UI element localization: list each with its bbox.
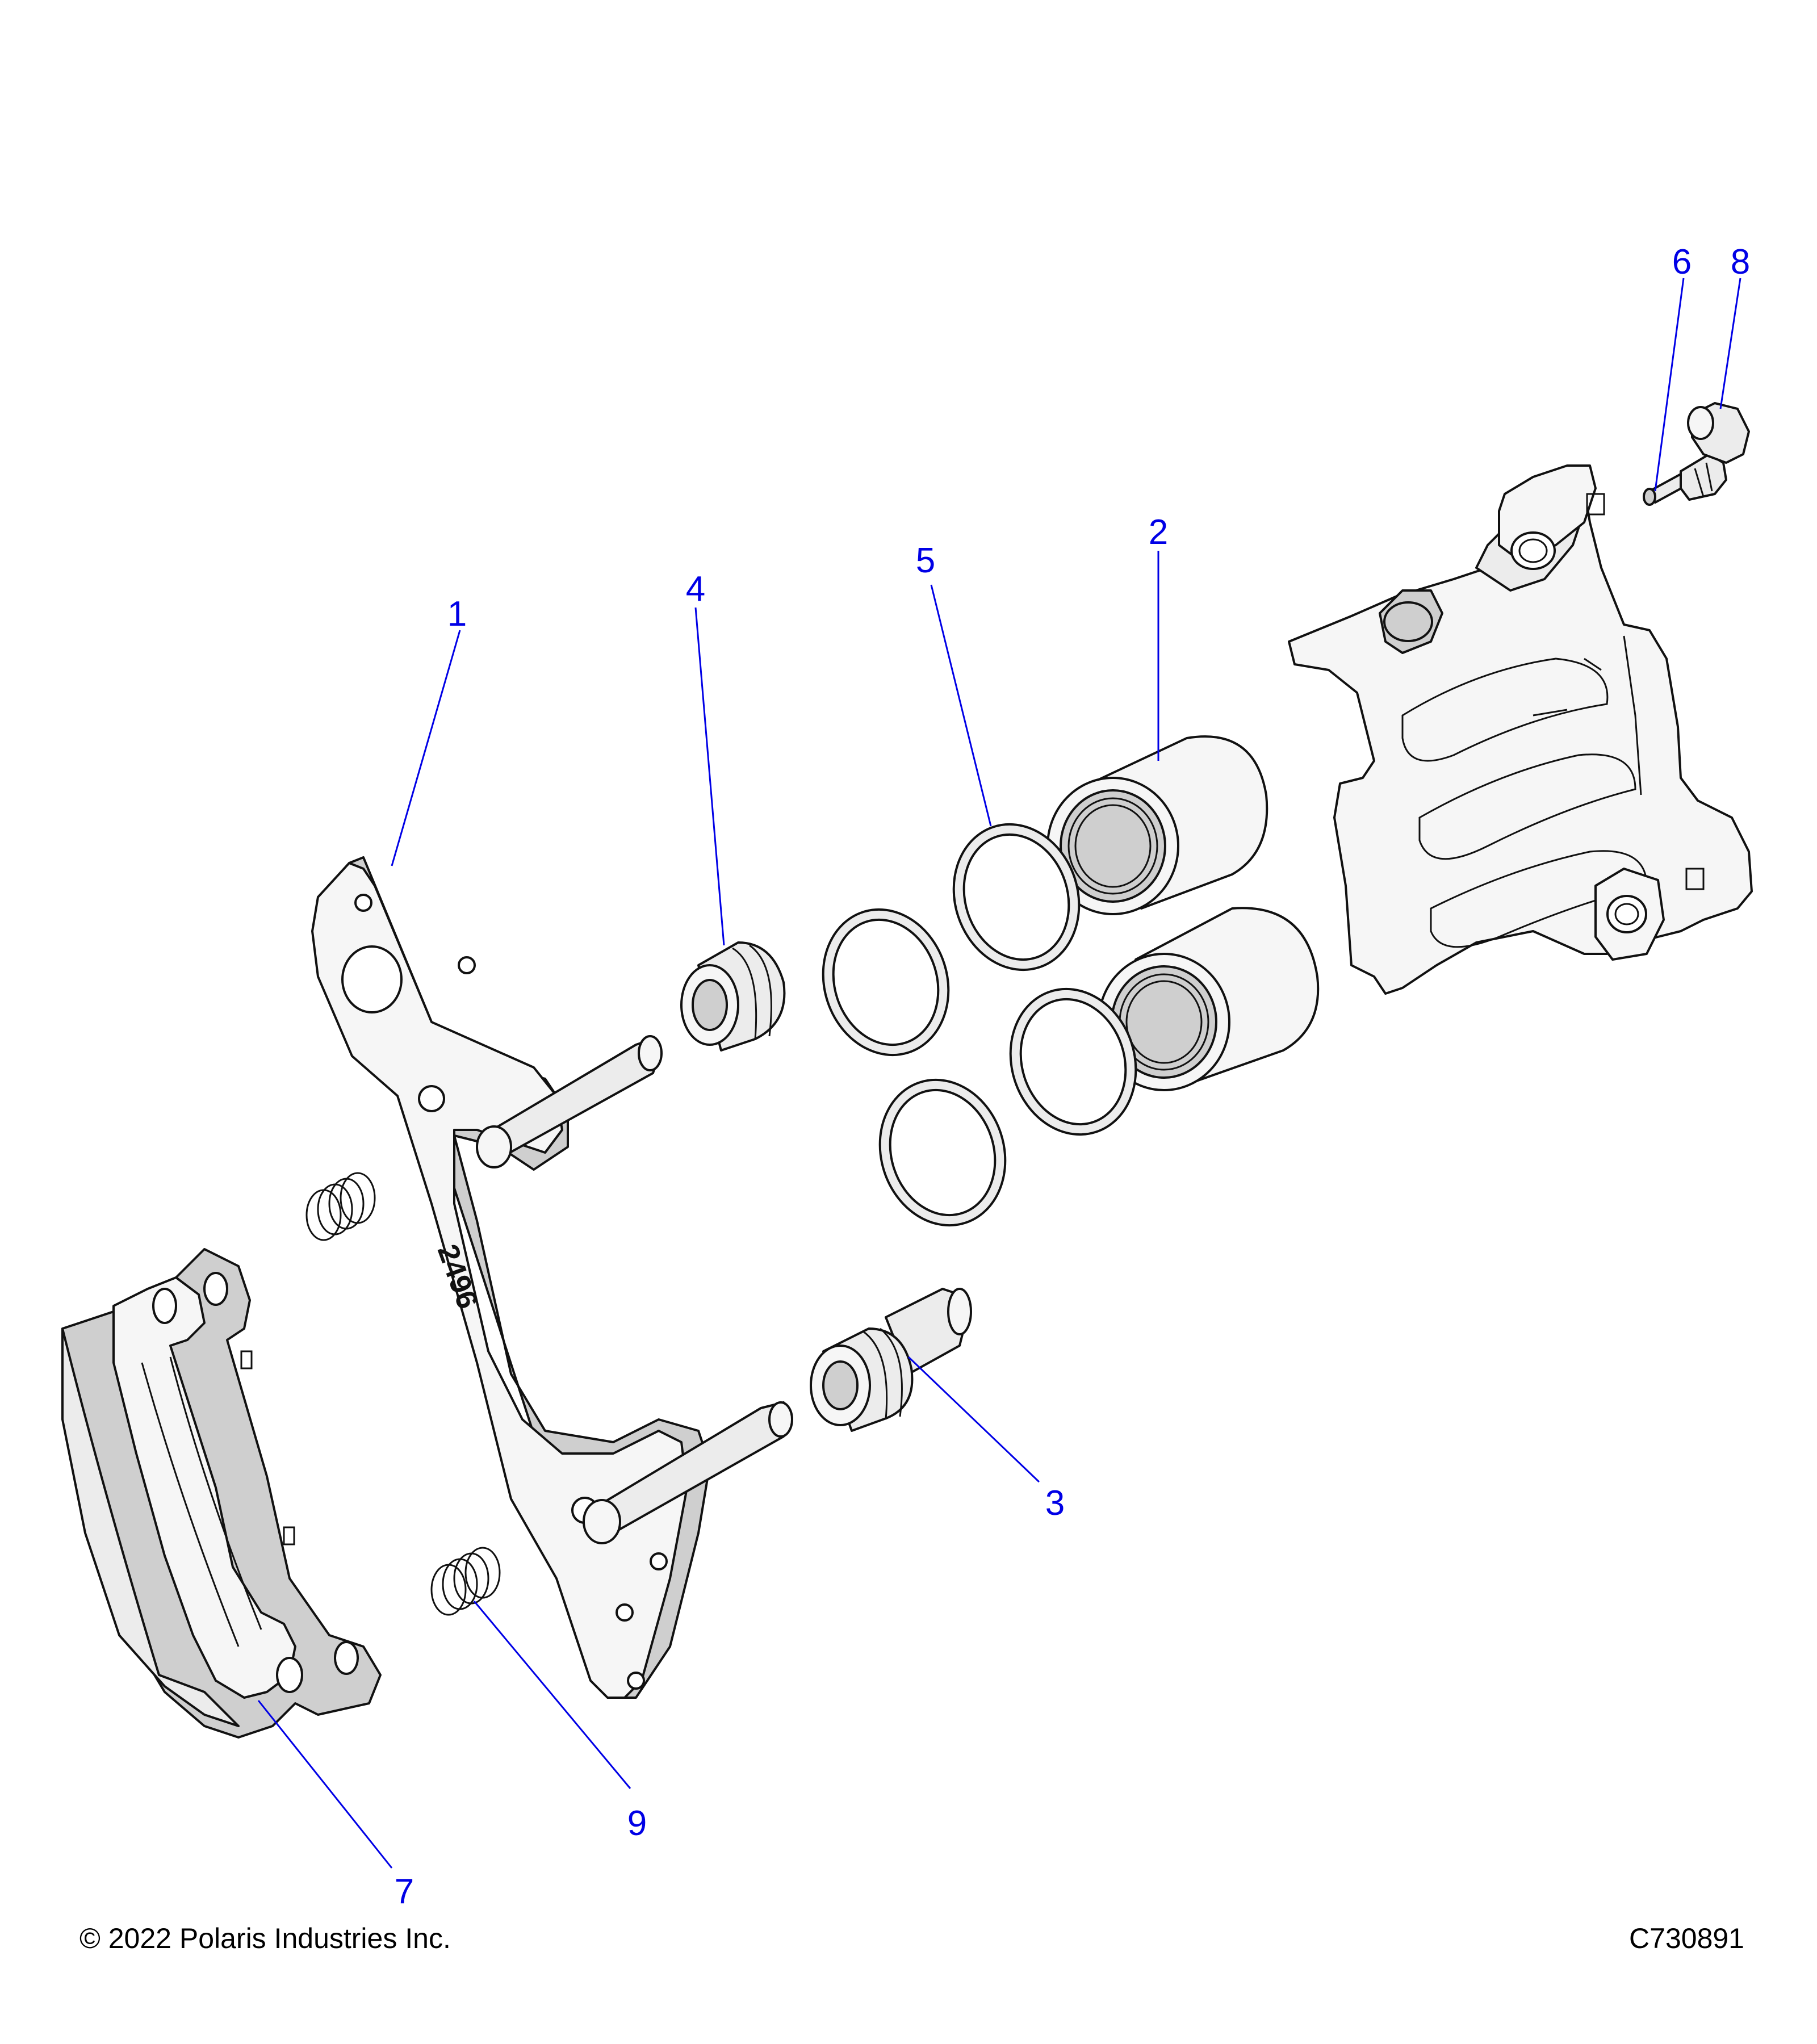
drawing-number: C730891 (1629, 1922, 1744, 1954)
piston-upper (1046, 735, 1268, 915)
leader-8 (1719, 278, 1741, 409)
leader-6 (1654, 278, 1685, 492)
leader-5 (930, 584, 992, 827)
pin-boot-upper (680, 941, 786, 1052)
leader-3 (907, 1356, 1040, 1483)
callout-8: 8 (1731, 242, 1750, 282)
copyright-notice: © 2022 Polaris Industries Inc. (79, 1922, 451, 1954)
spring-lower (430, 1547, 501, 1616)
bleeder-screw (1643, 453, 1727, 506)
leader-9 (473, 1601, 631, 1789)
callout-9: 9 (627, 1804, 647, 1843)
piston-lower (1098, 907, 1320, 1091)
leader-lines (257, 278, 1741, 1869)
callout-labels: 1 2 3 4 5 6 7 8 9 (395, 242, 1750, 1911)
callout-6: 6 (1672, 242, 1692, 282)
seal-rings (822, 823, 1137, 1227)
callout-7: 7 (395, 1872, 414, 1911)
callout-1: 1 (447, 594, 467, 634)
brake-pad (61, 1248, 382, 1739)
leader-7 (257, 1700, 393, 1869)
spring-upper (305, 1172, 376, 1241)
callout-3: 3 (1045, 1484, 1065, 1523)
mounting-bracket: 2496 (311, 856, 793, 1699)
slide-pin-lower (810, 1288, 972, 1432)
caliper-body (1288, 464, 1753, 995)
callout-5: 5 (916, 541, 935, 580)
leader-4 (694, 607, 725, 946)
bleeder-cap (1687, 402, 1750, 464)
leader-1 (391, 630, 461, 866)
callout-4: 4 (686, 569, 705, 609)
callout-2: 2 (1149, 513, 1168, 552)
